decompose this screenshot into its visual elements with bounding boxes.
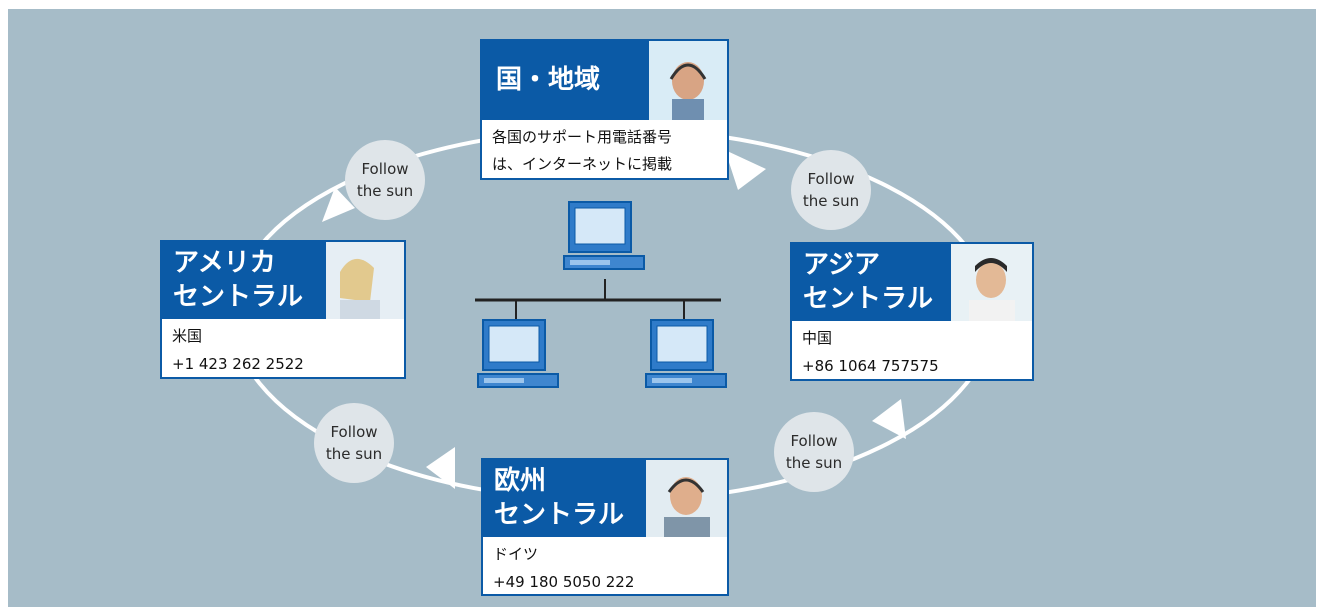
arrow-bottom-left [426, 447, 455, 489]
follow-the-sun-bubble: Follow the sun [314, 403, 394, 483]
bubble-line2: the sun [785, 454, 843, 472]
america-card: アメリカ セントラル 米国 +1 423 262 2522 [160, 240, 406, 379]
europe-card-title2: セントラル [494, 500, 625, 530]
america-card-title1: アメリカ [173, 248, 276, 278]
europe-card-body: ドイツ +49 180 5050 222 [483, 540, 727, 596]
follow-the-sun-bubble: Follow the sun [791, 150, 871, 230]
country-card-title: 国・地域 [496, 65, 601, 95]
arrow-top-right [725, 150, 766, 190]
country-card-body: 各国のサポート用電話番号 は、インターネットに掲載 [482, 124, 727, 178]
asia-card-header: アジア セントラル [792, 244, 951, 321]
follow-the-sun-bubble: Follow the sun [774, 412, 854, 492]
computer-icon [477, 319, 559, 388]
person-photo [646, 460, 727, 537]
arrow-left-up [322, 187, 355, 222]
country-card-line2: は、インターネットに掲載 [492, 155, 673, 173]
arrow-right-down [872, 399, 906, 439]
america-card-header: アメリカ セントラル [162, 242, 328, 319]
europe-card: 欧州 セントラル ドイツ +49 180 5050 222 [481, 458, 729, 596]
europe-card-header: 欧州 セントラル [483, 460, 646, 537]
bubble-line1: Follow [361, 160, 409, 178]
america-card-country: 米国 [172, 327, 203, 345]
america-card-title2: セントラル [173, 282, 304, 312]
asia-card-phone: +86 1064 757575 [802, 357, 939, 375]
diagram-canvas: Follow the sun Follow the sun Follow the… [8, 9, 1316, 607]
computer-icon [645, 319, 727, 388]
america-card-phone: +1 423 262 2522 [172, 355, 304, 373]
europe-card-title1: 欧州 [494, 466, 547, 496]
bubble-line2: the sun [356, 182, 414, 200]
bubble-line2: the sun [325, 445, 383, 463]
person-photo [326, 242, 404, 319]
bubble-line1: Follow [330, 423, 378, 441]
computer-icon [563, 201, 645, 270]
asia-card-title1: アジア [803, 250, 880, 280]
asia-card-country: 中国 [802, 329, 833, 347]
asia-card-body: 中国 +86 1064 757575 [792, 324, 1032, 380]
person-photo [649, 41, 727, 120]
country-card: 国・地域 各国のサポート用電話番号 は、インターネットに掲載 [480, 39, 729, 180]
europe-card-country: ドイツ [493, 545, 539, 563]
europe-card-phone: +49 180 5050 222 [493, 573, 635, 591]
network-icon [475, 279, 721, 321]
bubble-line1: Follow [807, 170, 855, 188]
follow-the-sun-bubble: Follow the sun [345, 140, 425, 220]
bubble-line2: the sun [802, 192, 860, 210]
person-photo [951, 244, 1032, 321]
bubble-line1: Follow [790, 432, 838, 450]
country-card-header: 国・地域 [482, 41, 649, 120]
asia-card: アジア セントラル 中国 +86 1064 757575 [790, 242, 1034, 381]
asia-card-title2: セントラル [803, 284, 934, 314]
america-card-body: 米国 +1 423 262 2522 [162, 322, 404, 378]
country-card-line1: 各国のサポート用電話番号 [492, 128, 673, 146]
follow-the-sun-ring [231, 127, 995, 503]
